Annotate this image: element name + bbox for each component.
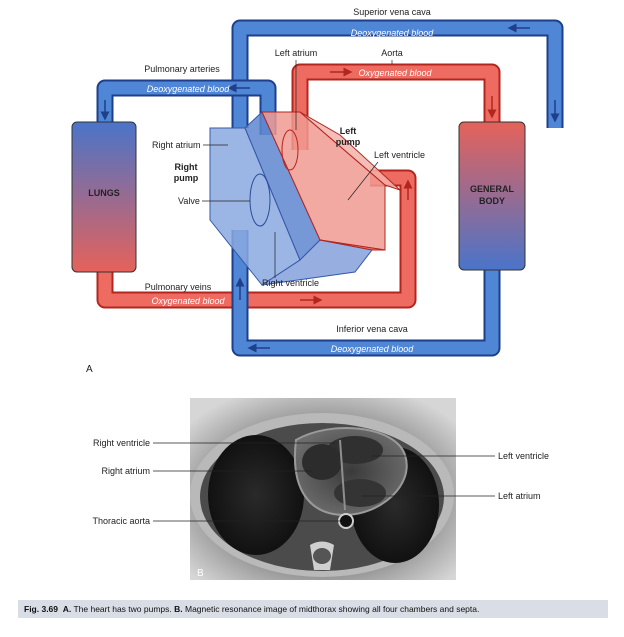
label-right-ventricle: Right ventricle	[262, 278, 319, 288]
mri-label-left-ventricle: Left ventricle	[498, 451, 549, 461]
heart-pumps	[209, 111, 401, 286]
label-valve: Valve	[178, 196, 200, 206]
label-left-ventricle: Left ventricle	[374, 150, 425, 160]
label-pulmonary-arteries: Pulmonary arteries	[144, 64, 220, 74]
caption-a-letter: A.	[62, 604, 72, 614]
panel-b-letter: B	[197, 568, 204, 579]
two-pump-heart-diagram: LUNGS GENERAL BODY Deoxygenated blood De…	[71, 7, 564, 375]
mri-label-left-atrium: Left atrium	[498, 491, 541, 501]
caption-b-letter: B.	[174, 604, 183, 614]
panel-a-letter: A	[86, 364, 93, 375]
general-body-label-line2: BODY	[479, 196, 505, 206]
label-aorta: Aorta	[381, 48, 403, 58]
superior-vena-cava-vessel	[231, 19, 564, 128]
mri-label-right-ventricle: Right ventricle	[93, 438, 150, 448]
label-right-pump-line2: pump	[174, 173, 199, 183]
general-body-box: GENERAL BODY	[458, 121, 526, 271]
mri-image: B	[190, 398, 456, 580]
flow-deoxygenated-top: Deoxygenated blood	[351, 28, 435, 38]
aorta-vessel	[291, 63, 501, 150]
caption-b-text: Magnetic resonance image of midthorax sh…	[185, 604, 480, 614]
lungs-box: LUNGS	[71, 121, 137, 273]
general-body-label-line1: GENERAL	[470, 184, 515, 194]
label-right-atrium: Right atrium	[152, 140, 201, 150]
mri-midthorax: B Right ventricle Right atrium Thoracic …	[92, 398, 549, 580]
label-right-pump-line1: Right	[175, 162, 198, 172]
flow-deoxygenated-bottom: Deoxygenated blood	[331, 344, 415, 354]
caption-a-text: The heart has two pumps.	[73, 604, 172, 614]
label-left-pump-line1: Left	[340, 126, 357, 136]
label-superior-vena-cava: Superior vena cava	[353, 7, 431, 17]
leader-left-ventricle	[347, 161, 379, 201]
label-inferior-vena-cava: Inferior vena cava	[336, 324, 408, 334]
caption-fig-number: Fig. 3.69	[24, 604, 59, 614]
mri-label-thoracic-aorta: Thoracic aorta	[92, 516, 150, 526]
lungs-label: LUNGS	[88, 188, 120, 198]
label-left-atrium: Left atrium	[275, 48, 318, 58]
label-left-pump-line2: pump	[336, 137, 361, 147]
inferior-vena-cava-vessel	[231, 230, 501, 357]
flow-oxygenated-aorta: Oxygenated blood	[358, 68, 432, 78]
mri-label-right-atrium: Right atrium	[101, 466, 150, 476]
pulmonary-veins-vessel	[96, 169, 417, 309]
label-pulmonary-veins: Pulmonary veins	[145, 282, 212, 292]
flow-oxygenated-pulmonary-veins: Oxygenated blood	[151, 296, 225, 306]
flow-deoxygenated-pulmonary: Deoxygenated blood	[147, 84, 231, 94]
figure-caption: Fig. 3.69 A. The heart has two pumps. B.…	[18, 600, 608, 618]
